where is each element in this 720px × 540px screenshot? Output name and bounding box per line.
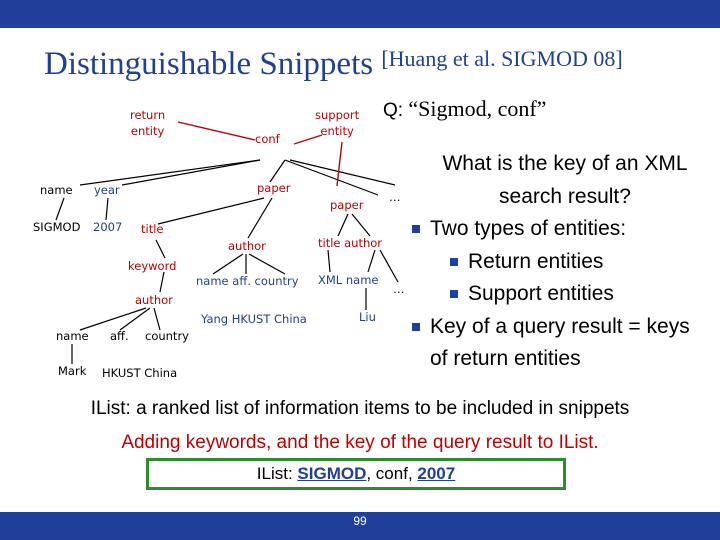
year-node: year <box>94 183 120 197</box>
return-entity-pointer <box>177 121 256 141</box>
edge <box>247 197 273 239</box>
top-bar <box>0 0 720 28</box>
query-label: Q: <box>383 100 404 121</box>
edge <box>269 159 286 183</box>
edge <box>55 197 65 221</box>
adding-note: Adding keywords, and the key of the quer… <box>121 432 599 453</box>
edge <box>79 307 147 331</box>
bullet-item: Two types of entities: <box>410 213 710 246</box>
name-node: name <box>40 183 73 197</box>
edge <box>155 239 166 259</box>
conf-node: conf <box>255 132 280 146</box>
bullet-subitem: Support entities <box>410 278 710 311</box>
keyword-node: keyword <box>128 259 177 273</box>
ellipsis-2: … <box>393 282 405 296</box>
name-node-2: name <box>56 329 89 343</box>
paper-node: paper <box>257 181 291 195</box>
citation: [Huang et al. SIGMOD 08] <box>381 46 623 71</box>
return-entity-label: return entity <box>130 108 166 138</box>
edge <box>379 249 399 283</box>
liu-value: Liu <box>359 310 376 324</box>
edge <box>157 197 265 225</box>
query: Q: “Sigmod, conf” <box>383 96 546 122</box>
bullet-icon <box>412 322 420 331</box>
edge <box>119 307 151 331</box>
year-value: 2007 <box>93 220 123 234</box>
title-text: Distinguishable Snippets <box>44 46 374 82</box>
bullet-list: What is the key of an XML search result?… <box>410 148 710 376</box>
mark-value: Mark <box>58 364 87 378</box>
bullet-icon <box>450 290 458 299</box>
author-values: Yang HKUST China <box>201 312 307 326</box>
sigmod-value: SIGMOD <box>33 220 81 234</box>
support-entity-pointer <box>336 141 343 187</box>
bullet-subitem: Return entities <box>410 246 710 279</box>
bullet-item: Key of a query result = keys of return e… <box>410 311 700 376</box>
ilist-definition: IList: a ranked list of information item… <box>90 398 630 419</box>
edge <box>159 271 165 293</box>
bullet-icon <box>450 257 458 266</box>
aff-node: aff. <box>110 329 129 343</box>
ilist-example-box: IList: SIGMOD, conf, 2007 <box>146 458 566 490</box>
edge <box>79 159 261 186</box>
bullet-item: What is the key of an XML search result? <box>442 152 688 208</box>
edge <box>121 159 261 186</box>
box-prefix: IList: <box>256 464 298 483</box>
country-node: country <box>145 329 189 343</box>
edge <box>212 253 244 275</box>
edge <box>153 307 161 331</box>
author-node: author <box>228 239 266 253</box>
bottom-bar <box>0 512 720 540</box>
edge <box>337 213 349 237</box>
bullet-icon <box>412 225 420 234</box>
edge <box>248 253 286 275</box>
hkust-china-value: HKUST China <box>102 366 178 380</box>
slide-title: Distinguishable Snippets [Huang et al. S… <box>44 46 623 83</box>
title-author-nodes: title author <box>318 236 383 250</box>
page-number: 99 <box>353 514 367 528</box>
support-entity-pointer <box>293 134 323 145</box>
name-aff-country-nodes: name aff. country <box>196 274 299 288</box>
edge <box>367 249 376 273</box>
paper-node-2: paper <box>330 198 364 212</box>
edge <box>327 249 331 273</box>
box-sigmod: SIGMOD <box>297 464 367 483</box>
edge <box>284 159 379 196</box>
title-node: title <box>141 222 164 236</box>
edge <box>105 197 109 221</box>
box-2007: 2007 <box>417 464 456 483</box>
xml-name-nodes: XML name <box>318 273 379 287</box>
edge <box>289 159 396 186</box>
edge <box>351 213 371 237</box>
author-node-2: author <box>135 293 173 307</box>
ellipsis-1: … <box>389 190 401 204</box>
box-mid: , conf, <box>366 464 418 483</box>
support-entity-label: support entity <box>315 108 360 138</box>
query-text: “Sigmod, conf” <box>408 96 547 121</box>
